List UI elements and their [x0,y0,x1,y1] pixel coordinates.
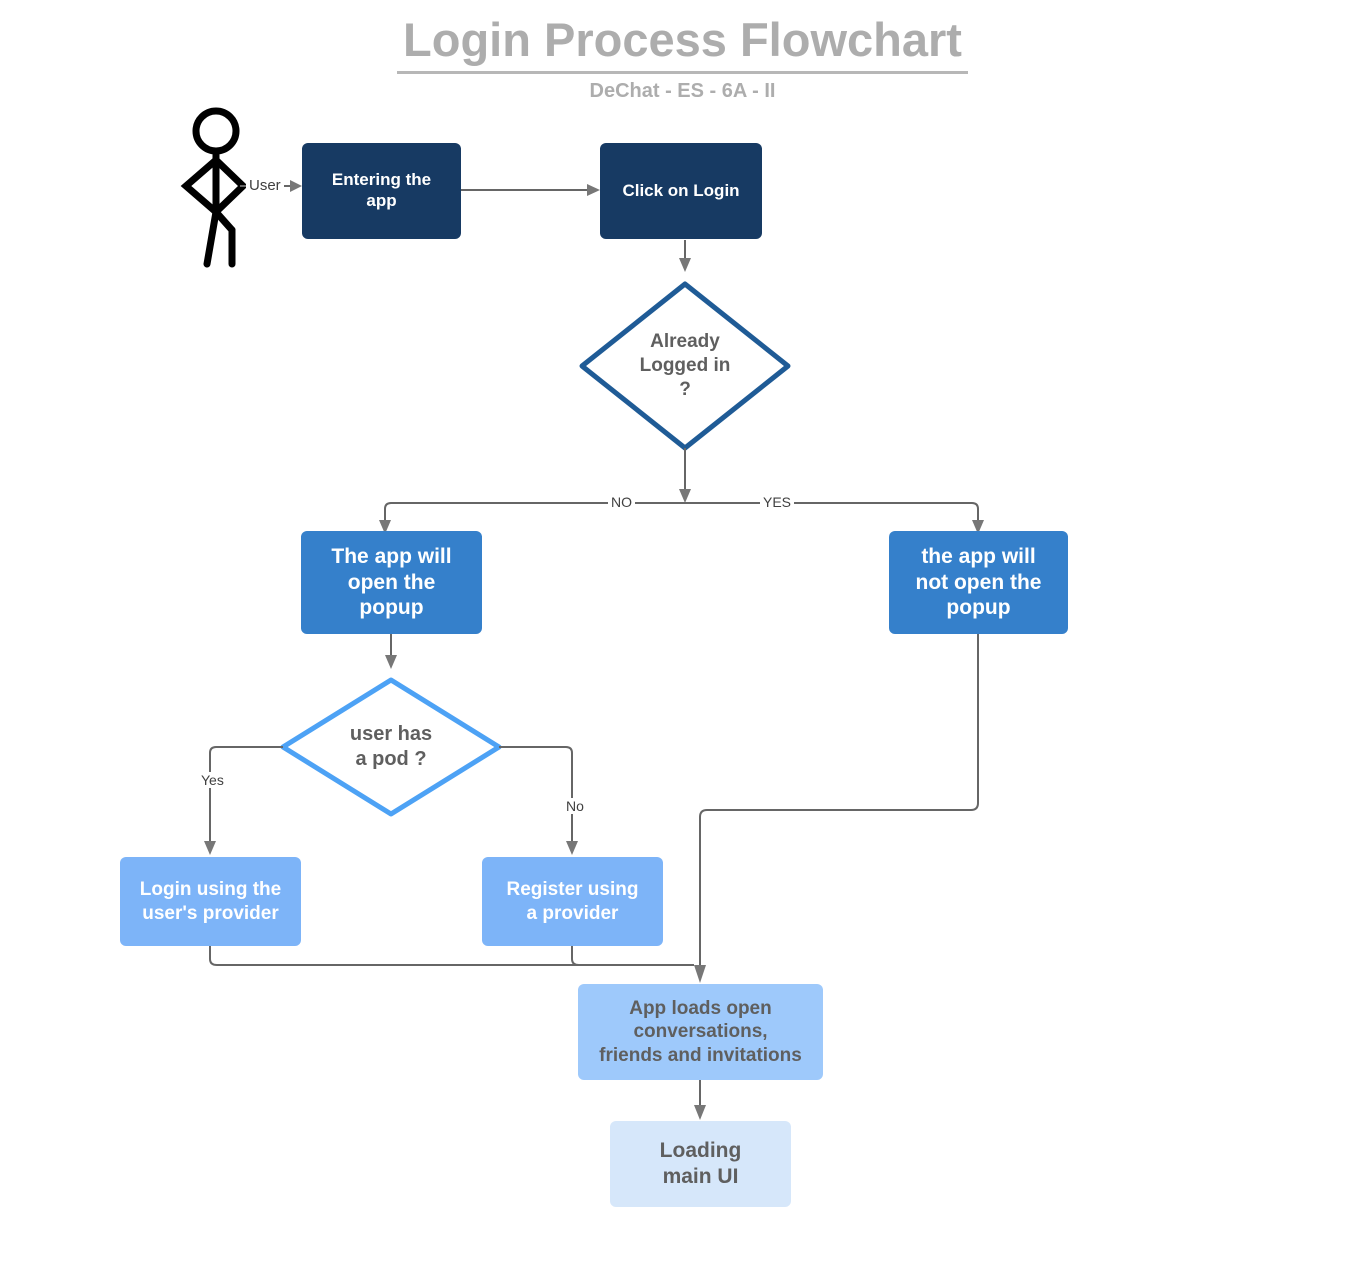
decision-user-has-pod [280,677,502,817]
edge-register-provider-to-app-loads [571,946,706,983]
edge-open-popup-to-pod-decision [385,634,397,669]
edge-label-user: User [246,177,284,194]
edge-label-no-upper: NO [608,494,635,510]
edge-split-bar [379,502,984,534]
node-app-will-open-popup[interactable]: The app will open the popup [301,531,482,634]
page-subtitle: DeChat - ES - 6A - II [589,79,776,102]
node-click-on-login[interactable]: Click on Login [600,143,762,239]
edge-decision-to-split [679,448,691,503]
edge-label-yes-lower: Yes [198,772,227,788]
decision-already-logged-in [579,281,791,451]
edge-pod-no-to-register-provider [499,746,578,855]
node-register-using-a-provider[interactable]: Register using a provider [482,857,663,946]
node-login-using-users-provider[interactable]: Login using the user's provider [120,857,301,946]
edge-label-yes-upper: YES [760,494,795,510]
page-title: Login Process Flowchart [397,13,968,74]
node-app-will-not-open-popup[interactable]: the app will not open the popup [889,531,1068,634]
title-block: Login Process Flowchart DeChat - ES - 6A… [0,13,1365,103]
edge-click-login-to-decision [679,240,691,272]
node-entering-the-app[interactable]: Entering the app [302,143,461,239]
edge-pod-yes-to-login-provider [204,746,283,855]
node-loading-main-ui[interactable]: Loading main UI [610,1121,791,1207]
stick-figure-actor-icon [180,107,249,268]
edge-label-no-lower: No [563,798,587,814]
edge-app-loads-to-loading-ui [694,1080,706,1120]
edge-login-provider-to-app-loads [209,946,694,966]
node-app-loads-conversations[interactable]: App loads open conversations, friends an… [578,984,823,1080]
edge-not-open-popup-to-app-loads [699,634,979,965]
edge-entering-app-to-click-login [461,184,600,196]
